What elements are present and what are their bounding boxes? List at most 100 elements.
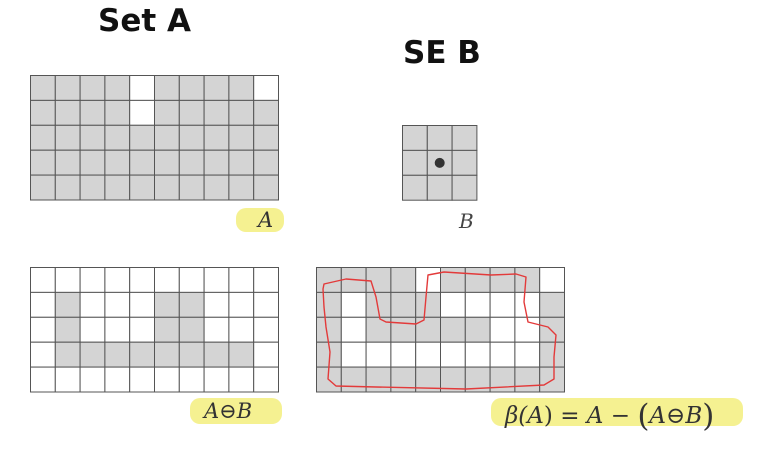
grid-cell (228, 267, 255, 293)
grid-cell (253, 124, 279, 151)
grid-cell (426, 125, 453, 151)
grid-cell (30, 267, 56, 293)
boundary-grid (316, 267, 565, 393)
grid-cell (426, 174, 453, 201)
erosion-caption-a: A (204, 399, 220, 423)
grid-cell (30, 149, 56, 176)
grid-cell (440, 291, 466, 318)
grid-cell (104, 341, 131, 368)
grid-cell (154, 99, 180, 126)
origin-dot (434, 157, 445, 168)
caption-erosion-highlight (190, 398, 282, 424)
se-b-title: SE B (403, 35, 481, 71)
grid-cell (178, 99, 205, 126)
grid-cell (203, 149, 230, 176)
grid-cell (104, 75, 131, 101)
grid-cell (514, 366, 541, 393)
grid-cell (203, 99, 230, 126)
grid-cell (178, 267, 205, 293)
grid-cell (253, 75, 279, 101)
structuring-element-grid (402, 125, 478, 201)
grid-cell (54, 124, 81, 151)
grid-cell (79, 99, 106, 126)
boundary-formula: β(A) = A − (A⊖B) (505, 401, 714, 432)
boundary-formula-a2: A (586, 403, 604, 429)
boundary-formula-b: B (685, 403, 703, 429)
grid-cell (253, 316, 279, 343)
grid-cell (340, 341, 367, 368)
grid-cell (30, 366, 56, 393)
grid-cell (79, 291, 106, 318)
grid-cell (104, 316, 131, 343)
grid-cell (451, 125, 478, 151)
grid-cell (154, 174, 180, 201)
grid-cell (340, 366, 367, 393)
grid-cell (154, 291, 180, 318)
grid-cell (390, 267, 417, 293)
erosion-operator-symbol: ⊖ (219, 399, 237, 423)
grid-cell (402, 149, 428, 176)
boundary-formula-erosion-symbol: ⊖ (666, 403, 686, 429)
grid-cell (514, 291, 541, 318)
boundary-formula-close-paren: ) (702, 398, 715, 434)
grid-cell (104, 174, 131, 201)
grid-cell (54, 99, 81, 126)
grid-cell (154, 149, 180, 176)
grid-cell (365, 316, 392, 343)
grid-cell (228, 316, 255, 343)
grid-cell (178, 366, 205, 393)
grid-cell (154, 267, 180, 293)
grid-cell (489, 291, 516, 318)
grid-cell (104, 124, 131, 151)
grid-cell (365, 267, 392, 293)
grid-cell (253, 99, 279, 126)
grid-cell (30, 291, 56, 318)
grid-cell (228, 75, 255, 101)
grid-cell (253, 291, 279, 318)
grid-cell (464, 291, 491, 318)
grid-cell (129, 341, 155, 368)
grid-cell (253, 267, 279, 293)
grid-cell (390, 316, 417, 343)
grid-cell (54, 149, 81, 176)
grid-cell (203, 174, 230, 201)
grid-cell (228, 124, 255, 151)
grid-cell (178, 149, 205, 176)
grid-cell (440, 341, 466, 368)
grid-cell (539, 341, 565, 368)
grid-cell (104, 291, 131, 318)
grid-cell (539, 267, 565, 293)
grid-cell (228, 149, 255, 176)
grid-cell (464, 267, 491, 293)
boundary-formula-minus: − (603, 403, 638, 429)
grid-cell (30, 341, 56, 368)
grid-cell (178, 75, 205, 101)
grid-cell (79, 366, 106, 393)
boundary-formula-beta: β( (505, 403, 528, 429)
set-a-grid (30, 75, 279, 201)
grid-cell (79, 75, 106, 101)
grid-cell (316, 316, 342, 343)
boundary-formula-a1: A (527, 403, 544, 429)
grid-cell (54, 267, 81, 293)
grid-cell (415, 291, 441, 318)
grid-cell (203, 316, 230, 343)
set-a-title: Set A (98, 3, 191, 39)
grid-cell (79, 316, 106, 343)
grid-cell (79, 174, 106, 201)
grid-cell (402, 174, 428, 201)
grid-cell (129, 75, 155, 101)
grid-cell (489, 316, 516, 343)
grid-cell (489, 341, 516, 368)
grid-cell (390, 291, 417, 318)
grid-cell (154, 316, 180, 343)
grid-cell (104, 99, 131, 126)
grid-cell (54, 341, 81, 368)
grid-cell (340, 316, 367, 343)
grid-cell (228, 291, 255, 318)
grid-cell (390, 341, 417, 368)
erosion-caption: A⊖B (204, 401, 252, 422)
grid-cell (365, 341, 392, 368)
grid-cell (178, 291, 205, 318)
grid-cell (178, 174, 205, 201)
